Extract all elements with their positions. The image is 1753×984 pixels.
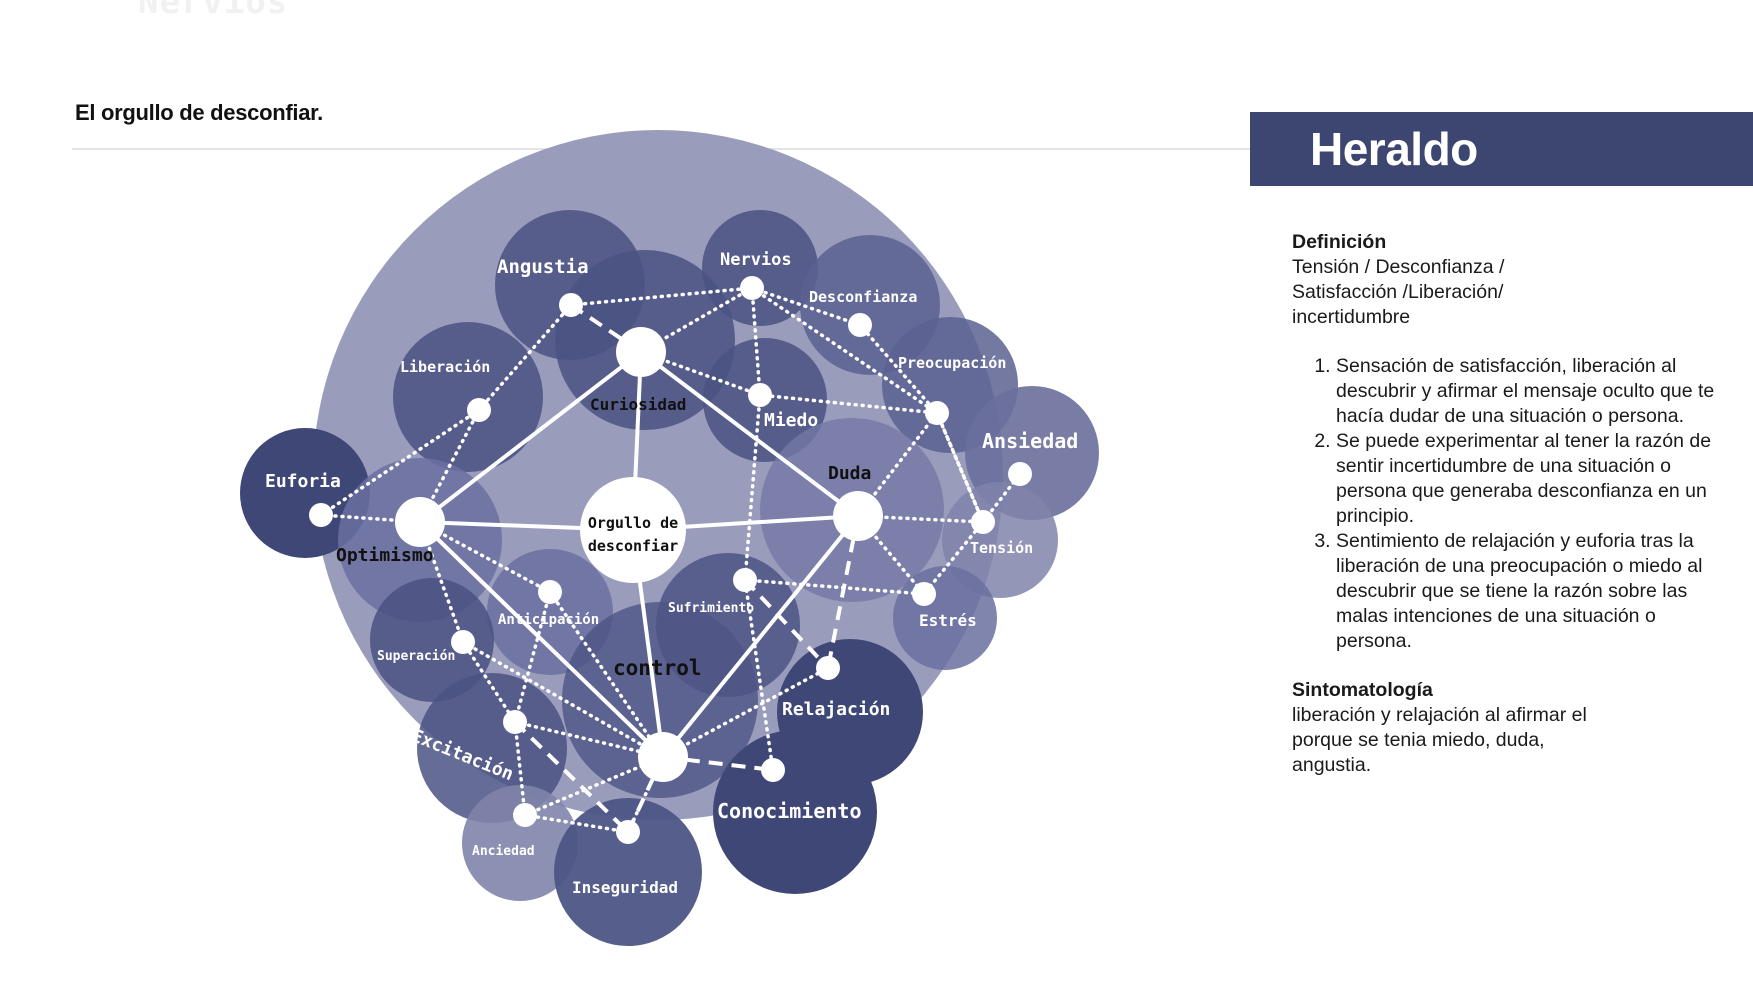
label-duda: Duda [828, 463, 871, 484]
label-estres: Estrés [919, 611, 977, 630]
label-liberacion: Liberación [400, 358, 490, 376]
symptoms-text: liberación y relajación al afirmar el po… [1292, 704, 1587, 776]
label-superacion: Superación [377, 649, 455, 664]
node-angustia [559, 293, 583, 317]
label-anticipacion: Anticipación [498, 612, 599, 628]
node-euforia [309, 503, 333, 527]
emotion-blobs [240, 210, 1099, 946]
step-item: Se puede experimentar al tener la razón … [1336, 429, 1722, 529]
node-anciedad [513, 803, 537, 827]
node-preocupacion [925, 401, 949, 425]
page-title: El orgullo de desconfiar. [75, 100, 323, 125]
node-estres [912, 582, 936, 606]
node-nervios [740, 276, 764, 300]
node-sufrimiento [733, 568, 757, 592]
step-item: Sensación de satisfacción, liberación al… [1336, 354, 1722, 429]
label-euforia: Euforia [265, 471, 341, 492]
label-sufrimiento: Sufrimiento [668, 601, 754, 616]
label-angustia: Angustia [497, 256, 589, 278]
blob-excitacion [417, 673, 567, 823]
banner-title: Heraldo [1310, 123, 1478, 175]
blob-liberacion [393, 322, 543, 472]
definition-text: Tensión / Desconfianza / Satisfacción /L… [1292, 256, 1505, 328]
node-desconfianza [848, 313, 872, 337]
label-ansiedad: Ansiedad [982, 429, 1078, 453]
blob-control [562, 602, 758, 798]
node-anticipacion [538, 580, 562, 604]
definition-panel: Definición Tensión / Desconfianza / Sati… [1292, 230, 1722, 778]
label-control: control [613, 656, 702, 680]
definition-heading: Definición [1292, 231, 1387, 253]
label-optimismo: Optimismo [336, 545, 434, 566]
label-curiosidad: Curiosidad [590, 395, 686, 414]
network-nodes [309, 276, 1032, 844]
label-nervios: Nervios [720, 250, 792, 270]
symptoms-heading: Sintomatología [1292, 679, 1433, 701]
blob-inseguridad [554, 798, 702, 946]
node-curiosidad [616, 327, 666, 377]
blob-nervios [702, 210, 818, 326]
blob-conocimiento [713, 730, 877, 894]
blob-euforia [240, 428, 370, 558]
node-optimismo [395, 497, 445, 547]
node-miedo [748, 383, 772, 407]
blob-superacion [370, 578, 494, 702]
label-relajacion: Relajación [782, 699, 890, 720]
node-duda [833, 491, 883, 541]
node-conocimiento [761, 758, 785, 782]
label-center-2: desconfiar [588, 537, 678, 555]
blob-anciedad [462, 785, 578, 901]
node-liberacion [467, 398, 491, 422]
solid-links [418, 350, 860, 759]
definition-steps: Sensación de satisfacción, liberación al… [1292, 354, 1722, 654]
emotion-network-diagram: Angustia Nervios Desconfianza Liberación… [240, 130, 1099, 946]
node-excitacion [503, 710, 527, 734]
label-preocupacion: Preocupación [898, 354, 1006, 372]
node-inseguridad [616, 820, 640, 844]
node-center [580, 477, 686, 583]
node-tension [971, 510, 995, 534]
label-center-1: Orgullo de [588, 514, 678, 532]
step-item: Sentimiento de relajación y euforia tras… [1336, 529, 1722, 654]
label-tension: Tensión [970, 539, 1033, 557]
node-relajacion [816, 656, 840, 680]
node-control [638, 732, 688, 782]
emotion-labels: Angustia Nervios Desconfianza Liberación… [265, 250, 1078, 897]
label-conocimiento: Conocimiento [717, 799, 862, 823]
heraldo-banner: Heraldo [1250, 112, 1753, 186]
node-superacion [451, 630, 475, 654]
label-anciedad: Anciedad [472, 844, 535, 859]
label-inseguridad: Inseguridad [572, 878, 678, 897]
ghost-heading: Nervios [138, 0, 289, 22]
node-ansiedad [1008, 462, 1032, 486]
blob-tension [942, 482, 1058, 598]
label-desconfianza: Desconfianza [809, 288, 917, 306]
label-miedo: Miedo [764, 410, 818, 431]
